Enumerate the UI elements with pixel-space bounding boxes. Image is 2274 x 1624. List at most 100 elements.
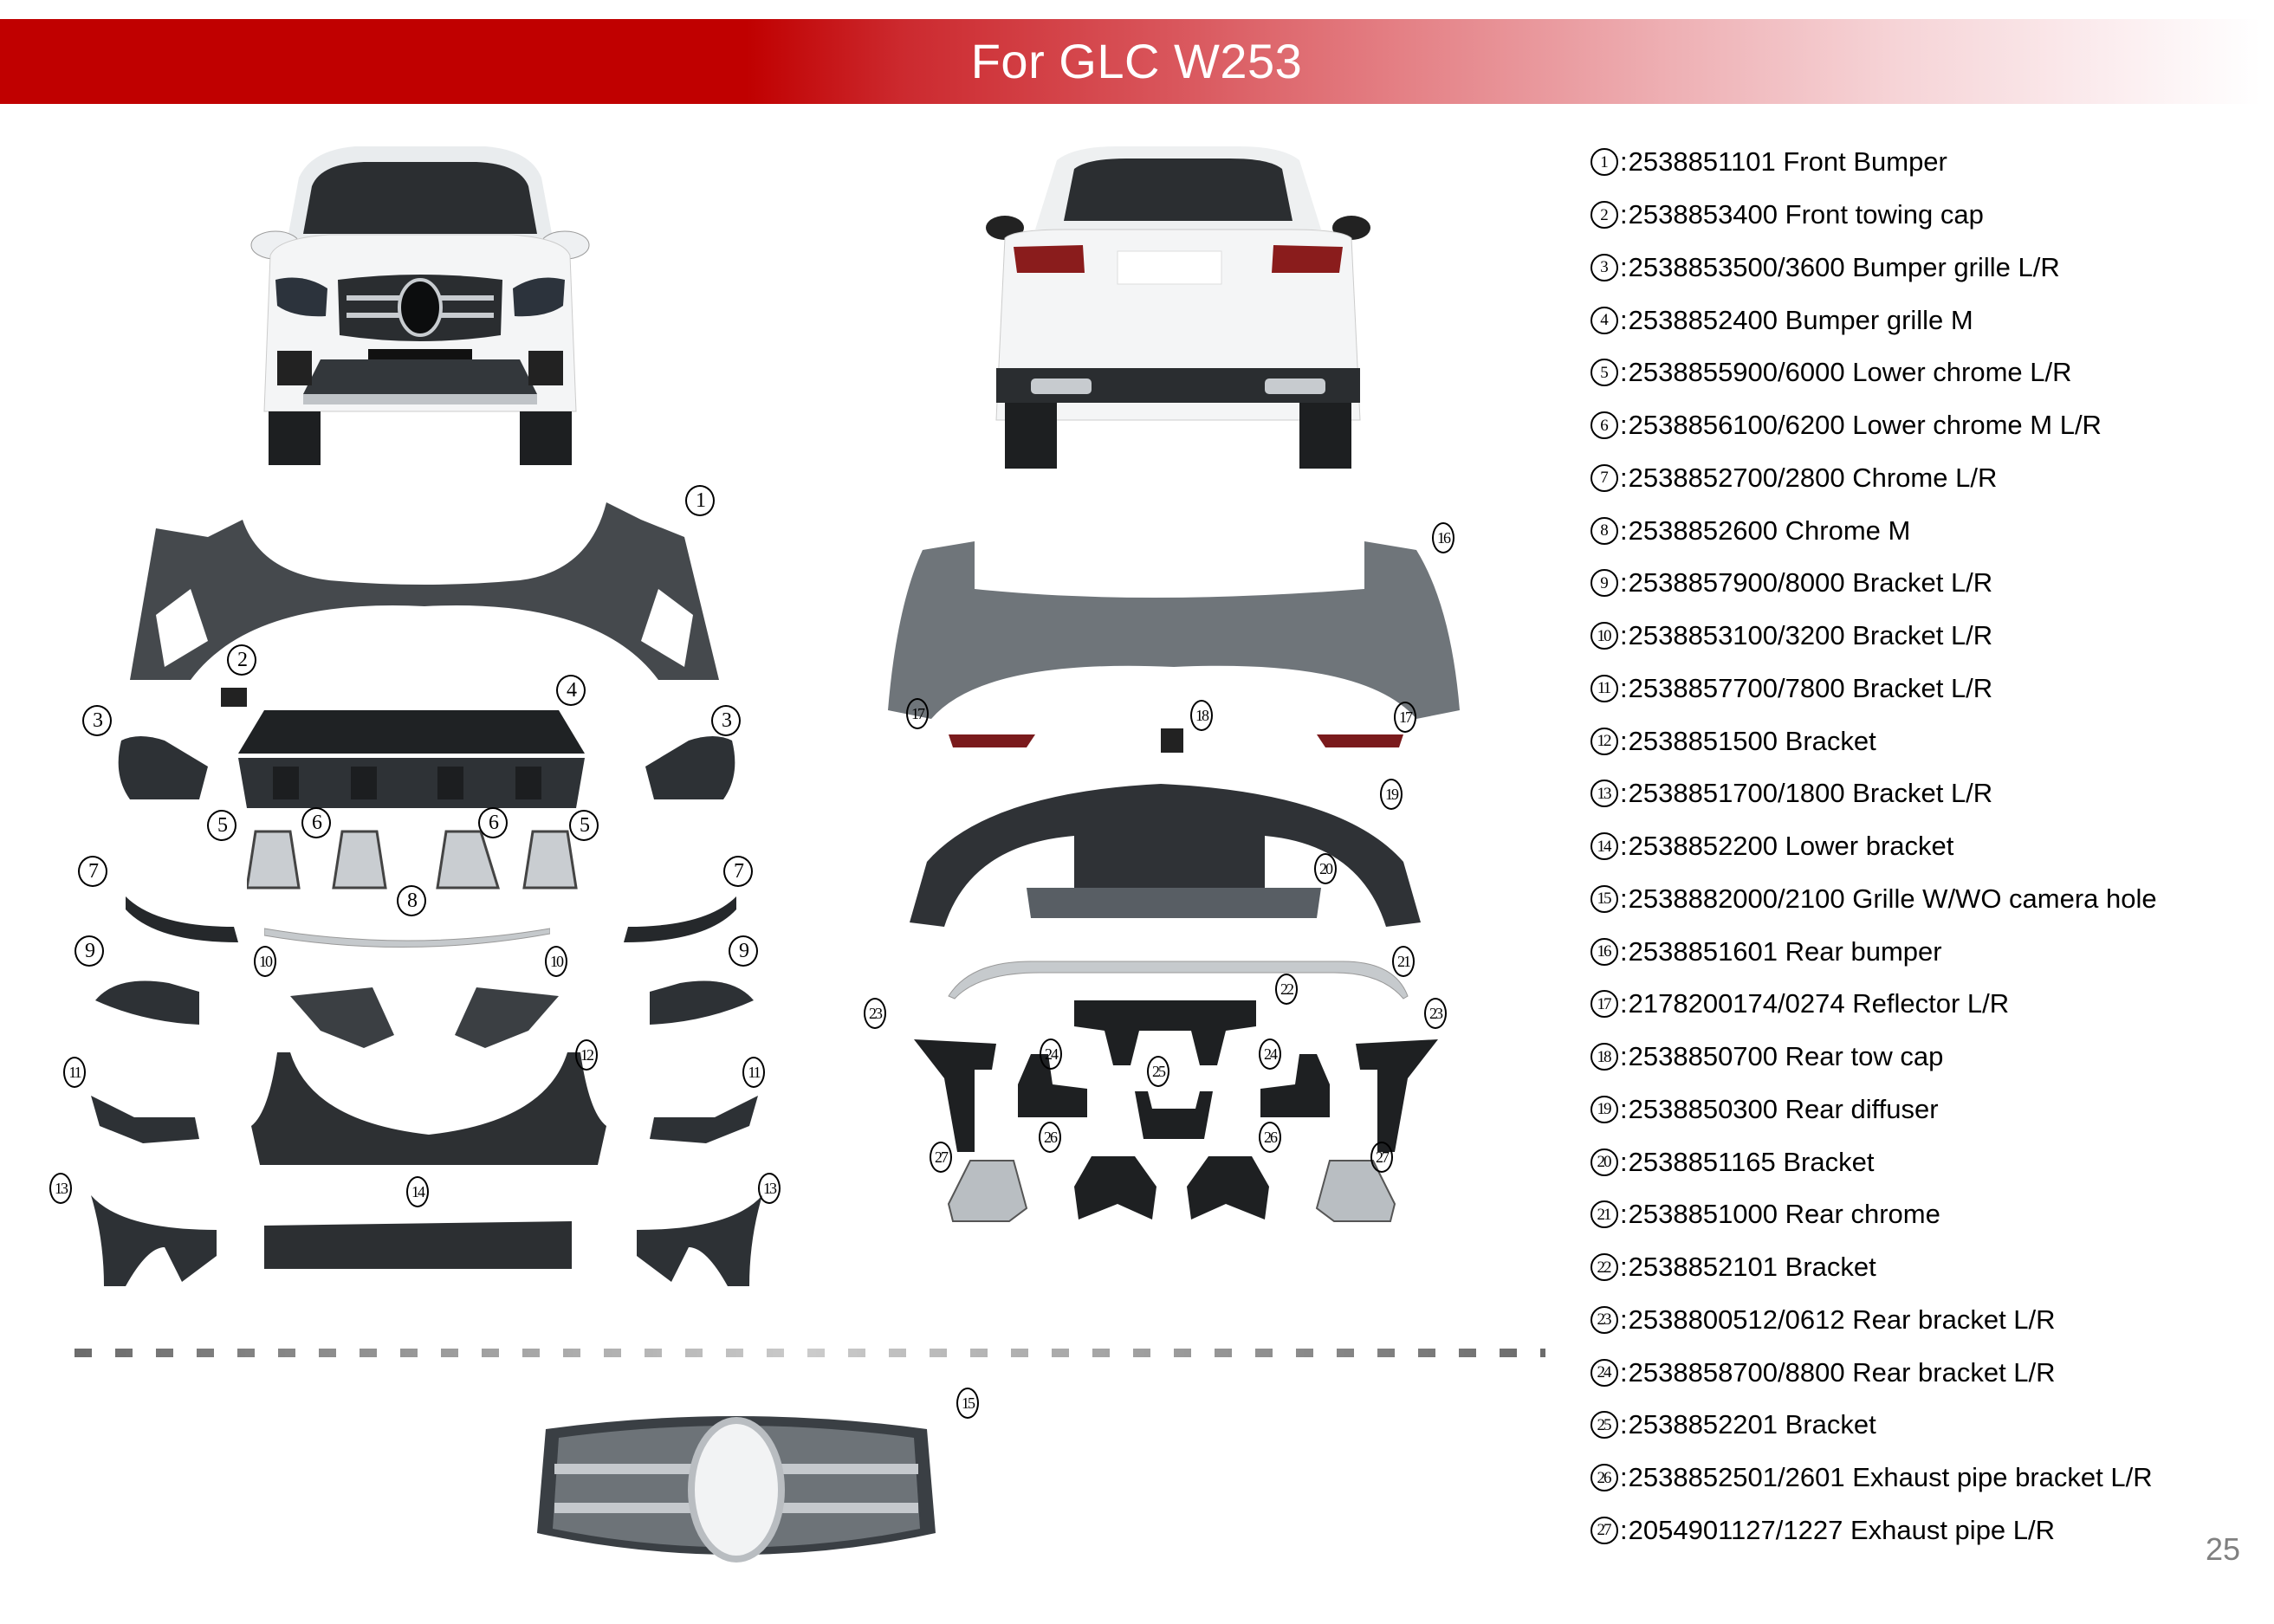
part-code: 2538853500/3600 xyxy=(1628,251,1845,282)
part-number-badge: 4 xyxy=(1591,306,1618,334)
callout-marker: 3 xyxy=(82,705,112,736)
parts-list-item: 25:2538852201 Bracket xyxy=(1591,1399,2266,1452)
part-name: Reflector L/R xyxy=(1852,988,2010,1019)
part-code: 2538851165 xyxy=(1628,1146,1776,1177)
parts-list-item: 3:2538853500/3600 Bumper grille L/R xyxy=(1591,242,2266,294)
callout-marker: 2 xyxy=(227,644,256,676)
part-separator: : xyxy=(1620,462,1628,493)
part-number-badge: 7 xyxy=(1591,463,1618,492)
part-name: Front towing cap xyxy=(1785,199,1984,230)
part-code: 2538858700/8800 xyxy=(1628,1356,1845,1388)
bracket-13-left-image xyxy=(91,1195,217,1286)
parts-list-item: 19:2538850300 Rear diffuser xyxy=(1591,1084,2266,1136)
exhaust-pipe-left-image xyxy=(947,1160,1028,1222)
part-name: Lower chrome L/R xyxy=(1852,357,2072,388)
part-code: 2538852200 xyxy=(1628,831,1778,862)
parts-list-item: 13:2538851700/1800 Bracket L/R xyxy=(1591,767,2266,820)
part-name: Lower bracket xyxy=(1785,831,1954,862)
part-separator: : xyxy=(1620,778,1628,809)
bracket-25-image xyxy=(1135,1091,1213,1139)
part-space xyxy=(1845,988,1853,1019)
part-name: Front Bumper xyxy=(1783,146,1947,178)
part-number-badge: 21 xyxy=(1591,1200,1618,1229)
part-separator: : xyxy=(1620,1462,1628,1493)
callout-marker: 14 xyxy=(406,1176,429,1207)
part-space xyxy=(1845,463,1853,494)
part-code: 2538855900/6000 xyxy=(1628,357,1845,388)
part-number-badge: 22 xyxy=(1591,1253,1618,1282)
part-separator: : xyxy=(1620,1146,1628,1177)
part-code: 2538853100/3200 xyxy=(1628,620,1845,651)
callout-marker: 9 xyxy=(75,935,104,967)
rear-tow-cap-image xyxy=(1161,728,1183,753)
exhaust-bracket-26-left-image xyxy=(1074,1156,1156,1220)
bracket-12-image xyxy=(251,1052,606,1165)
callout-marker: 16 xyxy=(1432,522,1454,553)
part-name: Rear diffuser xyxy=(1785,1093,1939,1124)
parts-list-item: 11:2538857700/7800 Bracket L/R xyxy=(1591,663,2266,715)
parts-list-item: 20:2538851165 Bracket xyxy=(1591,1136,2266,1188)
callout-marker: 17 xyxy=(1394,702,1416,733)
front-towing-cap-image xyxy=(221,688,247,707)
part-code: 2538851101 xyxy=(1628,146,1776,178)
lower-bracket-14-image xyxy=(264,1221,572,1269)
callout-marker: 15 xyxy=(956,1388,979,1419)
parts-list-item: 4:2538852400 Bumper grille M xyxy=(1591,294,2266,346)
part-code: 2538800512/0612 xyxy=(1628,1304,1845,1335)
chrome-right-image xyxy=(624,896,736,942)
callout-marker: 21 xyxy=(1392,946,1415,977)
part-number-badge: 3 xyxy=(1591,253,1618,281)
part-separator: : xyxy=(1620,672,1628,703)
part-code: 2538852700/2800 xyxy=(1628,462,1845,493)
part-name: Bracket xyxy=(1783,1146,1875,1177)
part-code: 2538852600 xyxy=(1628,514,1778,546)
part-name: Bracket L/R xyxy=(1852,778,1993,809)
part-name: Chrome L/R xyxy=(1852,462,1998,493)
callout-marker: 25 xyxy=(1147,1056,1169,1087)
part-separator: : xyxy=(1620,1093,1628,1124)
bracket-9-left-image xyxy=(95,980,199,1025)
callout-marker: 22 xyxy=(1275,974,1298,1005)
part-name: Bracket xyxy=(1785,1252,1876,1283)
callout-marker: 27 xyxy=(930,1142,952,1173)
part-number-badge: 24 xyxy=(1591,1358,1618,1387)
part-code: 2538857700/7800 xyxy=(1628,672,1845,703)
rear-chrome-image xyxy=(948,961,1409,1000)
part-space xyxy=(1845,778,1853,809)
part-number-badge: 8 xyxy=(1591,516,1618,545)
part-name: Bracket xyxy=(1785,725,1876,756)
part-name: Bumper grille M xyxy=(1785,304,1973,335)
rear-car-image xyxy=(986,146,1370,469)
chrome-m-image xyxy=(264,928,550,948)
parts-list-item: 5:2538855900/6000 Lower chrome L/R xyxy=(1591,346,2266,399)
part-number-badge: 11 xyxy=(1591,674,1618,702)
bumper-grille-m-image xyxy=(238,710,585,808)
part-space xyxy=(1778,831,1785,862)
part-separator: : xyxy=(1620,988,1628,1019)
exhaust-bracket-26-right-image xyxy=(1187,1156,1269,1220)
part-separator: : xyxy=(1620,251,1628,282)
callout-marker: 23 xyxy=(1424,998,1447,1029)
parts-list-item: 27:2054901127/1227 Exhaust pipe L/R xyxy=(1591,1504,2266,1557)
callout-marker: 18 xyxy=(1190,700,1213,731)
parts-list-item: 14:2538852200 Lower bracket xyxy=(1591,820,2266,873)
part-number-badge: 9 xyxy=(1591,569,1618,598)
reflector-left-image xyxy=(949,734,1035,747)
part-space xyxy=(1845,883,1853,915)
part-code: 2538850300 xyxy=(1628,1093,1778,1124)
part-number-badge: 27 xyxy=(1591,1516,1618,1544)
bracket-11-left-image xyxy=(91,1096,199,1143)
parts-list-item: 8:2538852600 Chrome M xyxy=(1591,504,2266,557)
callout-marker: 27 xyxy=(1370,1142,1393,1173)
part-separator: : xyxy=(1620,199,1628,230)
page-number: 25 xyxy=(2206,1531,2241,1567)
part-number-badge: 1 xyxy=(1591,148,1618,177)
part-separator: : xyxy=(1620,1409,1628,1440)
part-name: Bracket L/R xyxy=(1852,620,1993,651)
part-separator: : xyxy=(1620,1356,1628,1388)
callout-marker: 11 xyxy=(742,1057,765,1088)
reflector-right-image xyxy=(1317,734,1403,747)
callout-marker: 20 xyxy=(1314,853,1337,884)
rear-bracket-24-left-image xyxy=(1018,1054,1087,1117)
parts-list-item: 16:2538851601 Rear bumper xyxy=(1591,925,2266,978)
